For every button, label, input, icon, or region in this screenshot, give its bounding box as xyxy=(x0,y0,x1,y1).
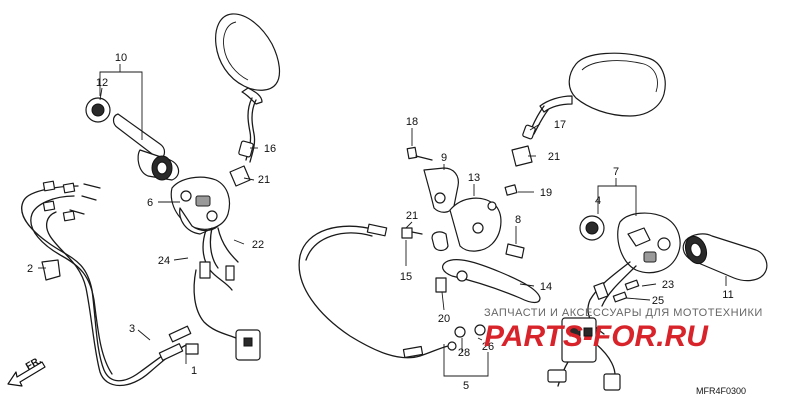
callout-8: 8 xyxy=(515,214,521,226)
right-grip xyxy=(682,233,768,282)
watermark-tagline: ЗАПЧАСТИ И АКСЕССУАРЫ ДЛЯ МОТОТЕХНИКИ xyxy=(484,307,763,319)
center-lever-assembly xyxy=(401,146,541,338)
callout-18: 18 xyxy=(406,116,418,128)
callout-3: 3 xyxy=(129,323,135,335)
watermark-brand: PARTS-FOR.RU xyxy=(484,320,709,353)
callout-14: 14 xyxy=(540,281,552,293)
callout-7: 7 xyxy=(613,166,619,178)
right-switch-housing xyxy=(547,212,681,391)
callout-28: 28 xyxy=(458,347,470,359)
callout-10: 10 xyxy=(115,52,127,64)
callout-26: 25 xyxy=(652,295,664,307)
callout-19: 19 xyxy=(540,187,552,199)
left-switch-housing xyxy=(170,176,261,361)
front-arrow-icon xyxy=(7,361,46,387)
callout-16: 16 xyxy=(264,143,276,155)
callout-15: 15 xyxy=(400,271,412,283)
left-grip-assembly xyxy=(85,97,180,181)
callout-13: 13 xyxy=(468,172,480,184)
callout-17: 17 xyxy=(554,119,566,131)
callout-20: 20 xyxy=(438,313,450,325)
callout-5: 5 xyxy=(463,380,469,392)
callout-6: 6 xyxy=(147,197,153,209)
leader-lines xyxy=(38,64,727,377)
callout-22: 21 xyxy=(406,210,418,222)
right-mirror xyxy=(511,52,666,167)
callout-27: 26 xyxy=(482,341,494,353)
callout-4: 4 xyxy=(595,195,601,207)
watermark: ЗАПЧАСТИ И АКСЕССУАРЫ ДЛЯ МОТОТЕХНИКИ PA… xyxy=(484,307,763,353)
left-cables xyxy=(21,180,199,386)
callout-21-right: 21 xyxy=(548,151,560,163)
callout-11: 11 xyxy=(722,289,733,301)
callout-24: 23 xyxy=(662,279,674,291)
center-cable xyxy=(298,223,457,359)
callout-12: 12 xyxy=(96,77,108,89)
front-direction-marker: FR. xyxy=(7,355,46,387)
left-mirror xyxy=(215,13,281,187)
callout-numbers: 10 12 16 21 6 22 24 2 3 1 18 9 13 19 21 … xyxy=(27,52,734,392)
callout-25: 24 xyxy=(158,255,170,267)
callout-21-left: 21 xyxy=(258,174,270,186)
callout-2: 2 xyxy=(27,263,33,275)
callout-9: 9 xyxy=(441,152,447,164)
diagram-code: MFR4F0300 xyxy=(696,386,746,396)
callout-1: 1 xyxy=(191,365,197,377)
callout-23: 22 xyxy=(252,239,264,251)
